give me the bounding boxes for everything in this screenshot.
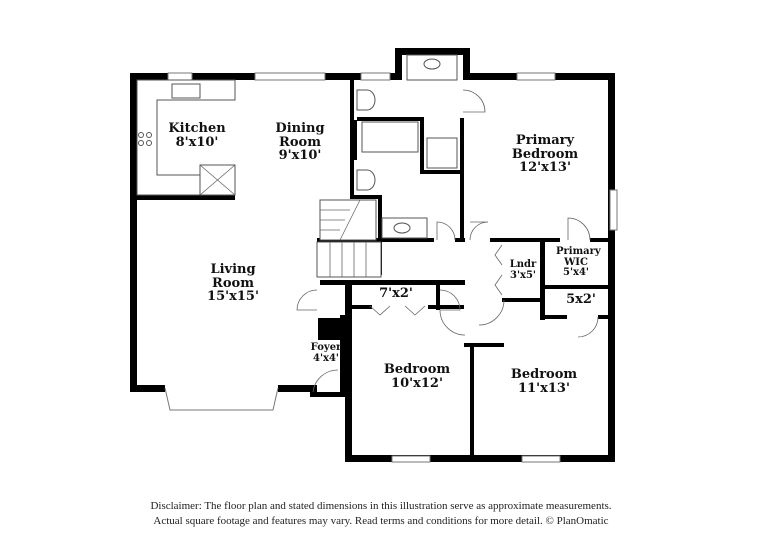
wall bbox=[350, 120, 357, 160]
room-closet: 7'x2' bbox=[379, 286, 413, 301]
wall bbox=[345, 283, 352, 462]
bay-window bbox=[164, 387, 279, 411]
wall bbox=[420, 117, 424, 172]
room-closet-2: 5x2' bbox=[566, 292, 596, 307]
wall bbox=[395, 48, 470, 55]
wall bbox=[540, 240, 545, 320]
wall bbox=[490, 238, 560, 242]
disclaimer-line-1: Disclaimer: The floor plan and stated di… bbox=[150, 500, 612, 512]
window bbox=[167, 72, 193, 81]
wall bbox=[470, 343, 474, 458]
window bbox=[516, 72, 556, 81]
wall bbox=[318, 318, 340, 340]
doors bbox=[296, 89, 599, 393]
wall bbox=[310, 392, 340, 397]
wall bbox=[352, 305, 372, 309]
window bbox=[609, 189, 618, 231]
window bbox=[254, 72, 326, 81]
wall bbox=[357, 117, 422, 121]
wall bbox=[420, 170, 460, 174]
window bbox=[360, 72, 391, 81]
wall bbox=[278, 385, 314, 392]
wall bbox=[455, 238, 465, 242]
window bbox=[521, 455, 561, 463]
wall bbox=[436, 280, 440, 310]
bathroom-fixtures bbox=[356, 54, 458, 239]
disclaimer-line-2: Actual square footage and features may v… bbox=[153, 515, 609, 527]
wall bbox=[345, 455, 615, 462]
window bbox=[391, 455, 431, 463]
wall bbox=[130, 385, 165, 392]
wall bbox=[320, 280, 465, 285]
wall bbox=[608, 73, 615, 462]
wall bbox=[428, 305, 464, 309]
wall bbox=[137, 195, 235, 200]
wall bbox=[590, 238, 610, 242]
wall bbox=[502, 298, 542, 302]
wall bbox=[130, 73, 350, 80]
wall bbox=[464, 343, 504, 347]
wall bbox=[545, 285, 610, 289]
wall bbox=[378, 195, 382, 275]
wall bbox=[545, 315, 567, 319]
stairs bbox=[316, 199, 382, 278]
wall bbox=[460, 118, 464, 240]
wall bbox=[598, 315, 610, 319]
wall bbox=[350, 195, 380, 199]
wall bbox=[395, 48, 402, 80]
wall bbox=[130, 73, 137, 392]
kitchen-counters bbox=[136, 79, 236, 196]
wall bbox=[340, 315, 347, 397]
wall bbox=[463, 48, 470, 80]
